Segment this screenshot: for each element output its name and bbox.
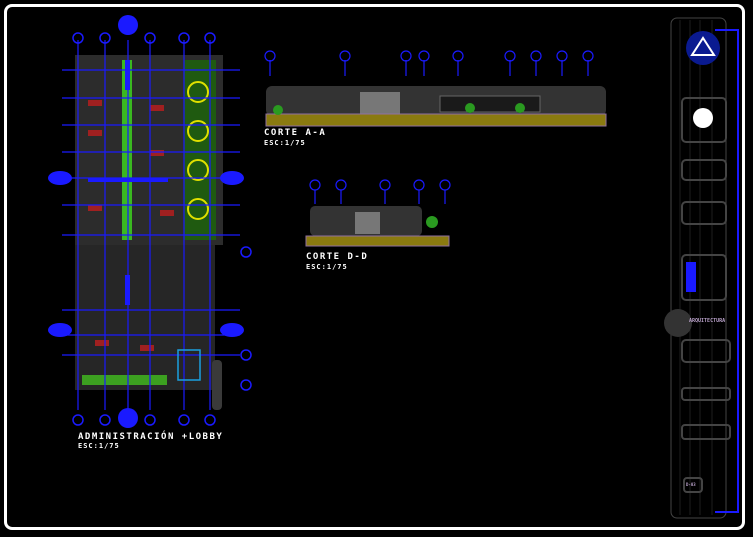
stair xyxy=(177,349,201,381)
green-corridor xyxy=(122,60,132,240)
trees xyxy=(187,81,209,220)
section-aa xyxy=(264,50,607,127)
firm-name: ARQUITECTURA xyxy=(689,318,726,324)
furniture xyxy=(88,100,174,351)
section-dd-title: CORTE D-D xyxy=(306,252,369,262)
section-markers xyxy=(48,15,244,428)
sheet-number: D-03 xyxy=(686,482,696,487)
floor-plan xyxy=(48,15,252,428)
axis-bubbles xyxy=(72,32,252,426)
section-dd xyxy=(305,179,451,247)
section-aa-title: CORTE A-A xyxy=(264,128,327,138)
plan-scale: ESC:1/75 xyxy=(78,442,120,450)
plan-title: ADMINISTRACIÓN +LOBBY xyxy=(78,432,224,442)
planter xyxy=(82,375,167,385)
section-aa-scale: ESC:1/75 xyxy=(264,139,306,147)
garden-strip xyxy=(184,60,216,240)
plan-lower-block xyxy=(75,245,215,390)
section-dd-scale: ESC:1/75 xyxy=(306,263,348,271)
title-block xyxy=(664,17,739,519)
